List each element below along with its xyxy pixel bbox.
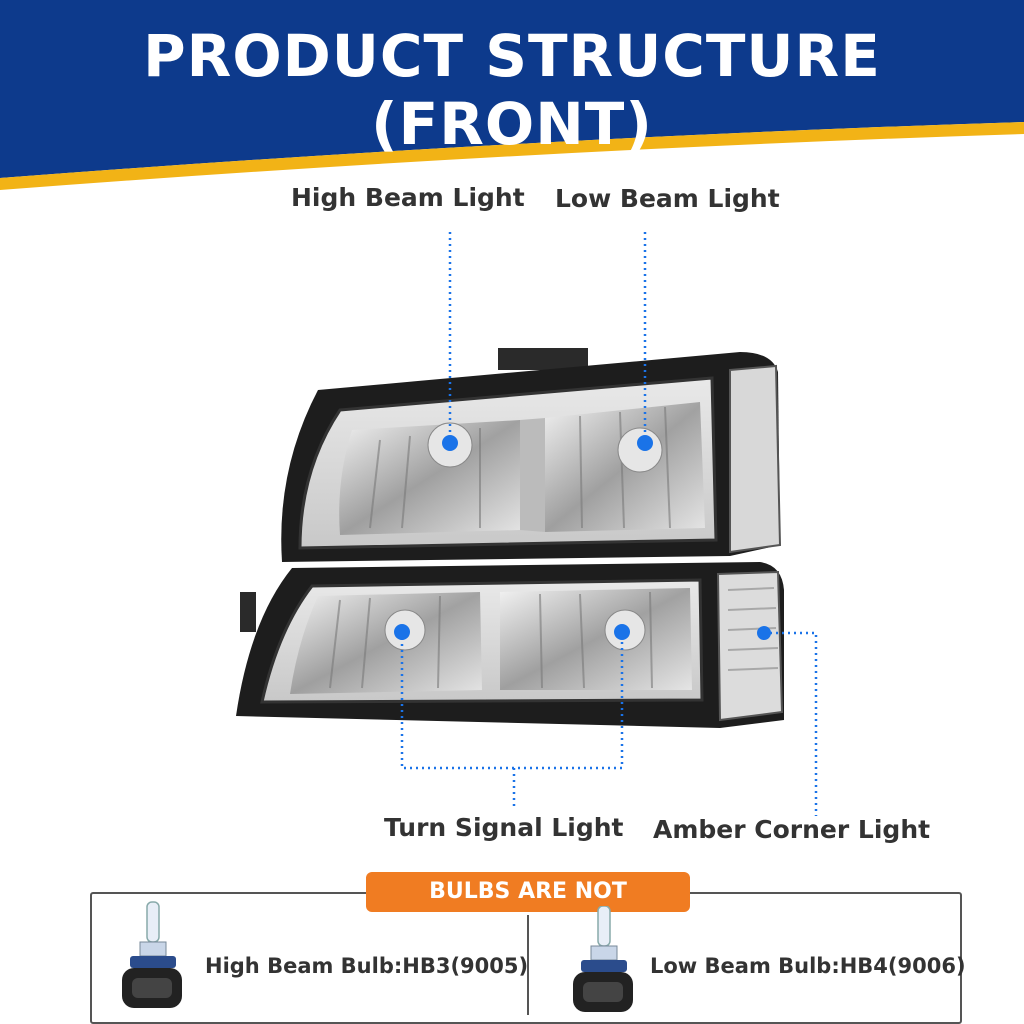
headlamp-housing — [281, 352, 782, 562]
headlight-illustration — [236, 232, 818, 816]
high-beam-label: High Beam Light — [291, 183, 525, 212]
high-beam-marker — [442, 435, 458, 451]
side-clip — [240, 592, 256, 632]
amber-corner-label: Amber Corner Light — [653, 815, 931, 844]
low-beam-label: Low Beam Light — [555, 184, 780, 213]
callout-leaders — [400, 232, 818, 816]
hb3-bulb-icon — [122, 901, 182, 1008]
mount-tab — [498, 348, 588, 370]
header-banner: PRODUCT STRUCTURE (FRONT) — [0, 0, 1024, 190]
amber-corner-marker — [757, 626, 771, 640]
bulb-divider — [527, 915, 529, 1015]
low-beam-marker — [637, 435, 653, 451]
hb4-bulb-label: Low Beam Bulb:HB4(9006) — [650, 954, 966, 978]
turn-signal-label: Turn Signal Light — [384, 813, 624, 842]
hb4-bulb-icon — [573, 906, 633, 1012]
hb3-bulb-label: High Beam Bulb:HB3(9005) — [205, 954, 529, 978]
turn-signal-marker-left — [394, 624, 410, 640]
turn-signal-housing — [236, 562, 784, 728]
page-title: PRODUCT STRUCTURE (FRONT) — [143, 22, 881, 158]
turn-signal-marker-right — [614, 624, 630, 640]
header-banner-shape — [0, 0, 1024, 190]
bulbs-notice-badge: BULBS ARE NOT INCLUDED — [366, 872, 690, 944]
bulb-info-box — [90, 892, 962, 1024]
